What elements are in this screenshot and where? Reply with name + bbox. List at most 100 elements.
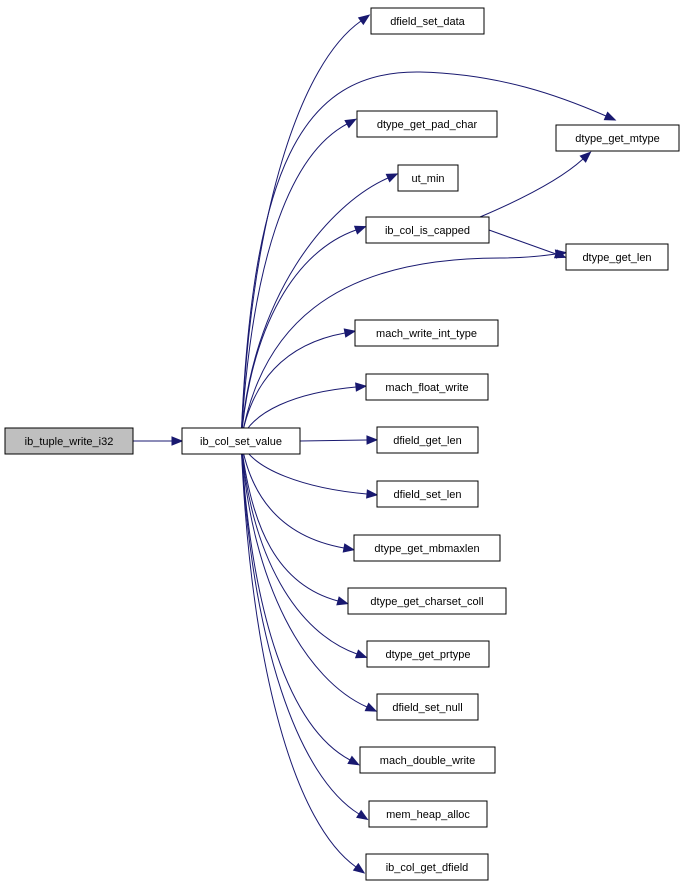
edge-line (240, 20, 362, 442)
edge-ib_col_set_value-to-ut_min (240, 173, 399, 442)
edge-line (240, 440, 360, 815)
node-box (359, 746, 496, 774)
edge-line (240, 332, 346, 442)
edge-ib_col_set_value-to-ib_col_get_dfield (240, 440, 366, 874)
edge-line (479, 158, 584, 218)
edge-ib_col_set_value-to-dtype_get_prtype (240, 440, 368, 659)
edge-ib_col_is_capped-to-dtype_get_len (488, 229, 567, 259)
node-label: ib_col_get_dfield (386, 862, 469, 874)
node-label: dfield_set_len (394, 489, 462, 501)
edge-line (240, 440, 357, 868)
arrowhead (579, 151, 592, 163)
node-box (366, 640, 490, 668)
node-box (376, 480, 479, 508)
node-dfield-get-len[interactable]: dfield_get_len (376, 426, 479, 454)
node-box (376, 426, 479, 454)
node-box (353, 534, 501, 562)
arrowhead (344, 118, 357, 129)
edge-ib_col_set_value-to-dfield_set_null (240, 440, 378, 712)
edge-ib_col_set_value-to-mem_heap_alloc (240, 440, 369, 821)
edge-line (240, 440, 368, 708)
edge-line (299, 439, 368, 442)
arrowhead (603, 111, 617, 121)
node-ib-col-get-dfield[interactable]: ib_col_get_dfield (365, 853, 489, 881)
arrowhead (366, 489, 379, 499)
node-label: dtype_get_mbmaxlen (374, 543, 479, 555)
node-label: dtype_get_prtype (385, 649, 470, 661)
edge-ib_col_set_value-to-ib_col_is_capped (240, 225, 367, 442)
node-box (356, 110, 498, 138)
node-label: dfield_set_null (392, 702, 462, 714)
node-box (565, 243, 669, 271)
edge-line (488, 229, 557, 255)
node-box (347, 587, 507, 615)
node-dfield-set-data[interactable]: dfield_set_data (370, 7, 485, 35)
edge-ib_col_set_value-to-mach_write_int_type (240, 328, 357, 442)
arrowhead (385, 173, 399, 183)
node-box (555, 124, 680, 152)
node-label: dtype_get_pad_char (377, 119, 478, 131)
arrowhead (553, 249, 567, 259)
edge-line (240, 123, 348, 442)
arrowhead (347, 755, 360, 766)
edge-line (240, 229, 357, 442)
node-mach-write-int-type[interactable]: mach_write_int_type (354, 319, 499, 347)
arrowhead (352, 862, 366, 874)
edge-line (240, 440, 351, 761)
node-box (368, 800, 488, 828)
node-mach-double-write[interactable]: mach_double_write (359, 746, 496, 774)
edge-line (240, 440, 345, 549)
node-ib-tuple-write-i32[interactable]: ib_tuple_write_i32 (4, 427, 134, 455)
edge-ib_col_set_value-to-dfield_get_len (299, 435, 379, 445)
arrowhead (343, 328, 357, 338)
node-mach-float-write[interactable]: mach_float_write (365, 373, 489, 401)
node-label: dfield_set_data (390, 16, 465, 28)
arrowhead (356, 809, 369, 821)
node-ut-min[interactable]: ut_min (397, 164, 459, 192)
arrowhead (353, 225, 367, 235)
node-dtype-get-mbmaxlen[interactable]: dtype_get_mbmaxlen (353, 534, 501, 562)
node-label: dfield_get_len (393, 435, 462, 447)
arrowhead (357, 14, 371, 26)
node-dtype-get-len[interactable]: dtype_get_len (565, 243, 669, 271)
edge-line (240, 440, 339, 602)
node-box (370, 7, 485, 35)
arrowhead (354, 649, 368, 659)
node-label: mach_float_write (385, 382, 468, 394)
node-dfield-set-len[interactable]: dfield_set_len (376, 480, 479, 508)
edge-ib_col_set_value-to-mach_double_write (240, 440, 360, 766)
node-dfield-set-null[interactable]: dfield_set_null (376, 693, 479, 721)
arrowhead (342, 543, 356, 553)
edge-line (240, 440, 358, 655)
edge-ib_col_set_value-to-dfield_set_data (240, 14, 371, 442)
node-label: dtype_get_charset_coll (370, 596, 483, 608)
node-label: mem_heap_alloc (386, 809, 470, 821)
node-dtype-get-prtype[interactable]: dtype_get_prtype (366, 640, 490, 668)
arrowhead (171, 436, 184, 446)
node-label: dtype_get_len (582, 252, 651, 264)
arrowhead (355, 382, 368, 392)
node-label: ib_col_set_value (200, 436, 282, 448)
node-dtype-get-pad-char[interactable]: dtype_get_pad_char (356, 110, 498, 138)
node-box (376, 693, 479, 721)
edge-ib_col_set_value-to-dtype_get_mbmaxlen (240, 440, 356, 553)
node-label: ut_min (411, 173, 444, 185)
node-mem-heap-alloc[interactable]: mem_heap_alloc (368, 800, 488, 828)
node-dtype-get-mtype[interactable]: dtype_get_mtype (555, 124, 680, 152)
node-label: ib_tuple_write_i32 (25, 436, 114, 448)
node-box (354, 319, 499, 347)
node-box (365, 216, 490, 244)
arrowhead (364, 702, 378, 712)
edge-line (240, 253, 557, 442)
arrowhead (336, 596, 349, 606)
edge-ib_tuple_write_i32-to-ib_col_set_value (133, 436, 184, 446)
node-label: ib_col_is_capped (385, 225, 470, 237)
node-label: mach_double_write (380, 755, 475, 767)
edge-ib_col_is_capped-to-dtype_get_mtype (479, 151, 592, 218)
node-box (4, 427, 134, 455)
node-ib-col-set-value[interactable]: ib_col_set_value (181, 427, 301, 455)
node-ib-col-is-capped[interactable]: ib_col_is_capped (365, 216, 490, 244)
node-dtype-get-charset-coll[interactable]: dtype_get_charset_coll (347, 587, 507, 615)
node-box (365, 853, 489, 881)
